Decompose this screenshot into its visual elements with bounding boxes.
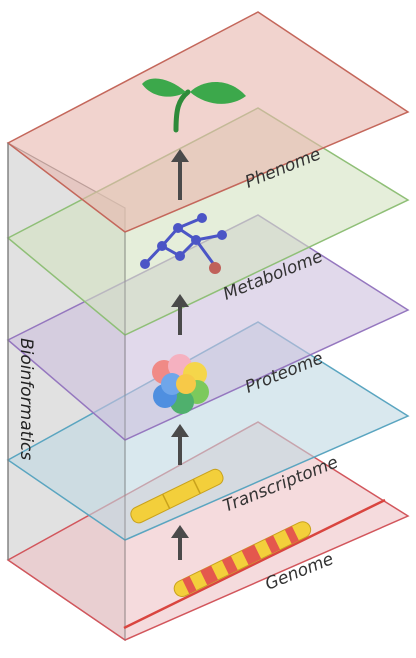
arrow-proteome-to-metabolome bbox=[171, 294, 189, 335]
bioinformatics-label: Bioinformatics bbox=[16, 338, 36, 460]
transcript-rna-icon bbox=[130, 468, 224, 524]
protein-complex-icon bbox=[152, 354, 209, 414]
arrow-genome-to-transcriptome bbox=[171, 525, 189, 560]
metabolite-network-icon bbox=[140, 213, 227, 274]
phenome-layer bbox=[6, 11, 410, 233]
genome-chromosome-icon bbox=[123, 498, 386, 630]
flow-arrows bbox=[171, 149, 189, 560]
plant-seedling-icon bbox=[142, 78, 246, 133]
arrow-transcriptome-to-proteome bbox=[171, 424, 189, 465]
arrow-metabolome-to-phenome bbox=[171, 149, 189, 200]
